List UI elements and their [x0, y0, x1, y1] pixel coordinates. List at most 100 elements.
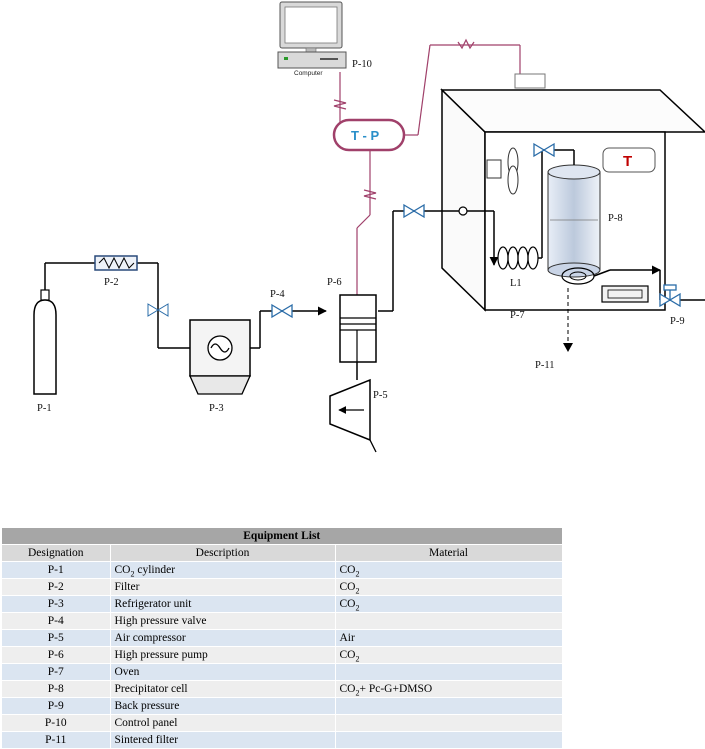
label-p4: P-4	[270, 289, 285, 300]
cell-material	[335, 663, 563, 681]
check-valve	[458, 206, 468, 216]
cell-description: Sintered filter	[110, 731, 336, 749]
cell-description: Refrigerator unit	[110, 595, 336, 613]
cell-material	[335, 714, 563, 732]
mat-text: CO	[339, 682, 356, 695]
desc-text: Control panel	[114, 716, 178, 729]
cell-designation: P-3	[2, 595, 111, 613]
desc-text: High pressure valve	[114, 614, 207, 627]
cell-material: CO2	[335, 561, 563, 579]
label-p6: P-6	[327, 277, 342, 288]
fan-icon	[486, 147, 519, 195]
desc-text: Refrigerator unit	[114, 597, 192, 610]
tp-gauge-label: T - P	[351, 128, 379, 143]
label-p2: P-2	[104, 277, 119, 288]
co2-cylinder	[33, 289, 57, 395]
high-pressure-pump	[339, 294, 377, 363]
oven-t-label: T	[623, 153, 632, 170]
dashed-arrow-p11	[563, 343, 573, 352]
mat-subscript: 2	[355, 687, 360, 697]
cell-description: Air compressor	[110, 629, 336, 647]
mat-subscript: 2	[355, 602, 360, 612]
cell-designation: P-7	[2, 663, 111, 681]
back-pressure-valve-icon	[659, 284, 681, 308]
cell-material	[335, 612, 563, 630]
mat-text: Air	[339, 631, 355, 644]
cell-material: Air	[335, 629, 563, 647]
desc-text: High pressure pump	[114, 648, 208, 661]
cell-designation: P-9	[2, 697, 111, 715]
cell-description: Back pressure	[110, 697, 336, 715]
signal-lines	[333, 38, 521, 295]
desc-text: Sintered filter	[114, 733, 179, 746]
desc-text: CO	[114, 563, 131, 576]
cell-designation: P-2	[2, 578, 111, 596]
valve-oven-inlet-icon	[403, 203, 425, 219]
label-p1: P-1	[37, 403, 52, 414]
cell-designation: P-1	[2, 561, 111, 579]
valve-p4-icon	[271, 303, 293, 319]
sintered-filter-inner	[607, 289, 643, 299]
tp-gauge: T - P	[332, 118, 406, 152]
desc-text: Back pressure	[114, 699, 180, 712]
mat-tail: + Pc-G+DMSO	[359, 682, 433, 695]
label-p8: P-8	[608, 213, 623, 224]
desc-tail: cylinder	[134, 563, 176, 576]
label-p3: P-3	[209, 403, 224, 414]
desc-text: Oven	[114, 665, 140, 678]
label-p5: P-5	[373, 390, 388, 401]
mat-text: CO	[339, 563, 356, 576]
label-p9: P-9	[670, 316, 685, 327]
cell-material: CO2	[335, 595, 563, 613]
cell-description: CO2 cylinder	[110, 561, 336, 579]
filter	[94, 255, 138, 271]
sintered-filter	[601, 285, 649, 303]
label-p10: P-10	[352, 59, 372, 70]
label-l1: L1	[510, 278, 522, 289]
cell-material: CO2	[335, 646, 563, 664]
thermostat-display: T	[602, 147, 656, 173]
cell-designation: P-8	[2, 680, 111, 698]
header-material: Material	[335, 544, 563, 562]
cell-material	[335, 697, 563, 715]
cell-description: High pressure pump	[110, 646, 336, 664]
cell-description: Filter	[110, 578, 336, 596]
precipitator-cell	[547, 164, 601, 285]
computer-label: Computer	[294, 70, 323, 77]
mat-subscript: 2	[355, 653, 360, 663]
equipment-list-table: Equipment List Designation Description M…	[2, 528, 563, 749]
cell-designation: P-6	[2, 646, 111, 664]
cell-description: Precipitator cell	[110, 680, 336, 698]
cell-designation: P-10	[2, 714, 111, 732]
desc-text: Air compressor	[114, 631, 186, 644]
cell-designation: P-5	[2, 629, 111, 647]
mat-text: CO	[339, 597, 356, 610]
cell-description: Oven	[110, 663, 336, 681]
mat-text: CO	[339, 580, 356, 593]
cell-material	[335, 731, 563, 749]
cell-description: Control panel	[110, 714, 336, 732]
computer-icon: Computer	[277, 1, 347, 77]
valve-cell-icon	[533, 142, 555, 158]
desc-text: Filter	[114, 580, 140, 593]
header-designation: Designation	[2, 544, 111, 562]
header-description: Description	[110, 544, 336, 562]
label-p11: P-11	[535, 360, 554, 371]
cell-material: CO2+ Pc-G+DMSO	[335, 680, 563, 698]
cell-designation: P-4	[2, 612, 111, 630]
mat-text: CO	[339, 648, 356, 661]
cell-description: High pressure valve	[110, 612, 336, 630]
cell-material: CO2	[335, 578, 563, 596]
mat-subscript: 2	[355, 568, 360, 578]
process-flow-diagram: Computer P-10 T - P T	[33, 1, 705, 453]
